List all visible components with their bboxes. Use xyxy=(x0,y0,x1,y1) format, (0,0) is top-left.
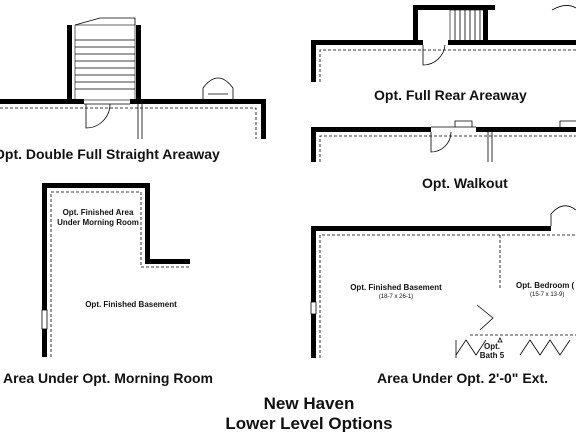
bath-arrow-icon xyxy=(497,337,503,343)
window-well xyxy=(551,5,576,11)
walkout-door xyxy=(430,126,476,153)
window-well xyxy=(202,77,234,99)
bath-fixture-outline xyxy=(455,339,571,356)
extension-left-wall-upper xyxy=(311,226,316,302)
label-bath-line2: Bath 5 xyxy=(480,351,505,360)
stair-treads xyxy=(75,39,135,90)
caption-full-rear: Opt. Full Rear Areaway xyxy=(374,87,527,103)
label-bath-line1: Opt. xyxy=(484,342,500,351)
stair-top-outline xyxy=(74,17,136,26)
morning-room-right-wall xyxy=(145,183,150,263)
areaway-top-wall xyxy=(413,5,495,10)
basement-left-wall xyxy=(42,329,47,357)
foundation-wall-right xyxy=(130,99,266,104)
areaway-right-wall xyxy=(483,10,488,45)
window-opening xyxy=(310,301,317,315)
extension-left-wall-lower xyxy=(311,314,316,358)
morning-room-top-wall xyxy=(42,183,150,188)
foundation-wall-left xyxy=(313,40,423,45)
foundation-wall-end xyxy=(311,40,316,82)
stair-treads xyxy=(454,10,481,42)
label-finished-basement: Opt. Finished Basement xyxy=(85,300,177,309)
window-well xyxy=(559,120,576,127)
interior-dashed-line xyxy=(319,49,576,82)
interior-dashed-line xyxy=(0,107,257,139)
interior-partition xyxy=(137,104,143,139)
foundation-wall-left xyxy=(0,99,84,104)
areaway-stair xyxy=(74,24,136,101)
foundation-wall-right xyxy=(476,127,576,132)
basement-step-wall xyxy=(145,259,190,264)
label-finished-area-line1: Opt. Finished Area xyxy=(63,208,134,217)
caption-extension: Area Under Opt. 2'-0" Ext. xyxy=(377,370,548,386)
interior-dashed-line xyxy=(319,135,576,162)
window-opening xyxy=(41,309,48,330)
label-bedroom-dims: (15-7 x 13-9) xyxy=(530,292,564,298)
areaway-left-wall xyxy=(413,5,418,45)
extension-top-wall xyxy=(311,226,551,231)
walkout-plan: Opt. Walkout xyxy=(311,120,576,191)
foundation-wall-end xyxy=(311,127,316,162)
double-straight-areaway-plan: Opt. Double Full Straight Areaway xyxy=(0,17,266,162)
interior-partition xyxy=(487,132,493,162)
caption-walkout: Opt. Walkout xyxy=(422,175,508,191)
label-basement-dims: (18-7 x 26-1) xyxy=(379,294,413,300)
interior-dashed-line xyxy=(50,191,190,357)
foundation-wall-right xyxy=(448,40,576,45)
label-finished-area-line2: Under Morning Room xyxy=(57,218,139,227)
walkout-slider xyxy=(454,120,473,127)
caption-morning-room: Area Under Opt. Morning Room xyxy=(3,370,213,386)
window-well xyxy=(550,205,576,226)
foundation-wall-left xyxy=(311,127,431,132)
door-swing xyxy=(422,44,446,66)
full-rear-areaway-plan: Opt. Full Rear Areaway xyxy=(311,5,576,103)
morning-room-plan: Opt. Finished Area Under Morning Room Op… xyxy=(3,183,213,386)
bath-door-swing xyxy=(476,304,494,331)
caption-double-straight: Opt. Double Full Straight Areaway xyxy=(0,146,220,162)
extension-plan: Opt. Finished Basement (18-7 x 26-1) Opt… xyxy=(310,205,576,386)
door-swing xyxy=(84,103,130,129)
interior-dashed-line xyxy=(319,234,576,358)
sheet-title-line2: Lower Level Options xyxy=(225,414,392,432)
sheet-title-line1: New Haven xyxy=(264,394,355,413)
areaway-right-wall xyxy=(136,25,141,100)
label-finished-basement: Opt. Finished Basement xyxy=(350,283,442,292)
areaway-left-wall xyxy=(67,25,72,100)
label-bedroom: Opt. Bedroom ( xyxy=(516,281,575,290)
morning-room-left-wall xyxy=(42,183,47,310)
foundation-wall-end xyxy=(261,99,266,139)
